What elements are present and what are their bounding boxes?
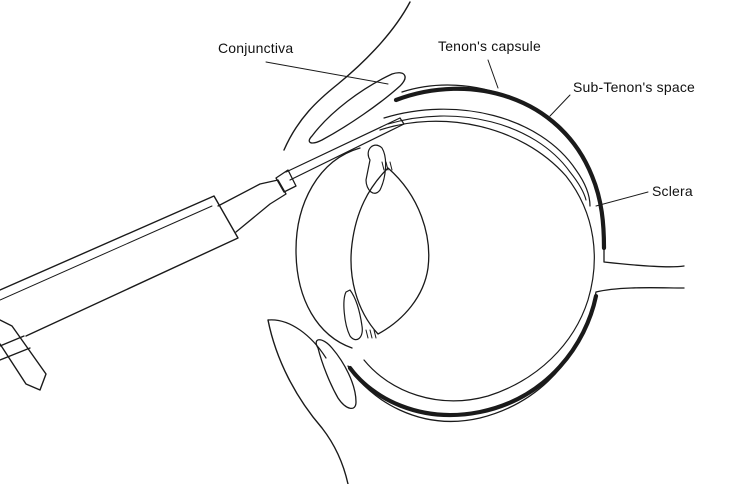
iris-upper [366,145,386,193]
leader-conjunctiva [266,62,388,84]
lower-conjunctival-fold [316,340,356,409]
label-sub-tenons-space: Sub-Tenon's space [573,79,695,95]
upper-eyelid-outline [284,2,410,150]
inner-globe-line [364,121,594,401]
upper-conjunctival-fold [309,73,405,143]
syringe-barrel [0,196,238,336]
label-sclera: Sclera [652,183,693,199]
leader-tenons-capsule [488,60,498,88]
tenons-capsule-upper [396,89,604,248]
needle-lower [290,124,404,180]
lens [351,168,429,334]
label-tenons-capsule: Tenon's capsule [438,38,541,54]
iris-lower [344,290,362,340]
leader-sclera [596,192,648,206]
cornea [296,148,360,348]
ciliary-lower [366,330,376,338]
lower-eyelid-outline [268,320,348,484]
leader-sub-tenons-space [550,95,570,116]
syringe-plunger [0,336,30,360]
syringe-tip [218,180,286,232]
label-conjunctiva: Conjunctiva [218,40,293,56]
syringe-barrel-inner [0,206,212,300]
tenons-capsule-lower [350,296,596,415]
sub-tenons-inner-line [384,109,590,206]
